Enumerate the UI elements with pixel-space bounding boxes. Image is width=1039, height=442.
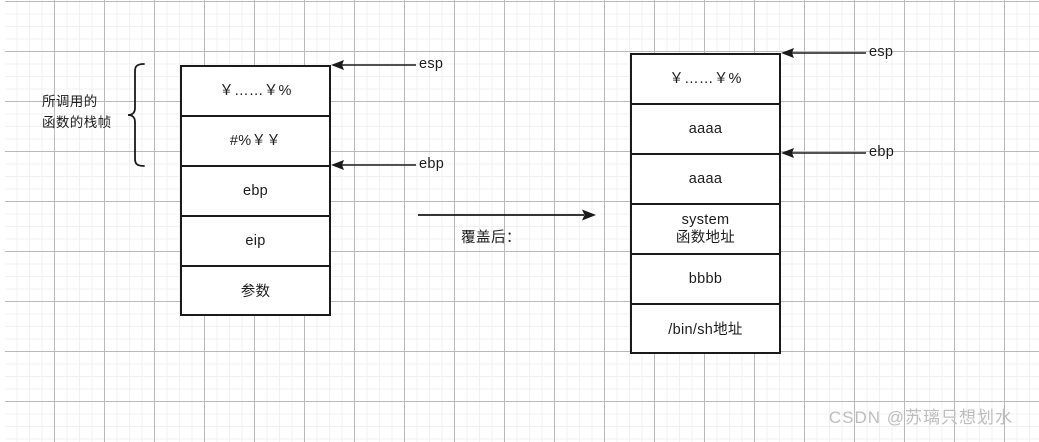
stack-cell: #%￥￥ bbox=[182, 117, 329, 167]
stack-cell: system 函数地址 bbox=[632, 205, 779, 255]
stack-cell: /bin/sh地址 bbox=[668, 321, 743, 338]
ebp-pointer-arrow-left bbox=[331, 158, 417, 172]
stack-cell: bbbb bbox=[632, 255, 779, 305]
stack-cell: ￥……￥% bbox=[182, 67, 329, 117]
esp-pointer-arrow-right bbox=[781, 46, 867, 60]
ebp-pointer-arrow-right bbox=[781, 146, 867, 160]
esp-pointer-label-right: esp bbox=[869, 44, 894, 60]
ebp-pointer-label-right: ebp bbox=[869, 144, 895, 160]
stack-cell: eip bbox=[182, 217, 329, 267]
csdn-watermark: CSDN @苏璃只想划水 bbox=[828, 408, 1013, 427]
ebp-pointer-label-left: ebp bbox=[419, 156, 445, 172]
stack-cell: ￥……￥% bbox=[632, 55, 779, 105]
stack-cell: ebp bbox=[182, 167, 329, 217]
original-stack-diagram: ￥……￥% #%￥￥ ebp eip 参数 bbox=[180, 65, 331, 316]
stack-cell: aaaa bbox=[632, 105, 779, 155]
overwritten-stack-diagram: ￥……￥% aaaa aaaa system 函数地址 bbbb /bin/sh… bbox=[630, 53, 781, 354]
grid-background bbox=[5, 0, 1039, 442]
esp-pointer-arrow-left bbox=[331, 58, 417, 72]
stack-cell: 参数 bbox=[240, 283, 271, 300]
called-function-frame-brace bbox=[120, 62, 146, 168]
stack-cell: aaaa bbox=[632, 155, 779, 205]
overwrite-transition-label: 覆盖后： bbox=[461, 230, 521, 246]
esp-pointer-label-left: esp bbox=[419, 56, 444, 72]
overwrite-transition-arrow bbox=[418, 208, 596, 222]
called-function-frame-caption: 所调用的 函数的栈帧 bbox=[42, 94, 112, 130]
